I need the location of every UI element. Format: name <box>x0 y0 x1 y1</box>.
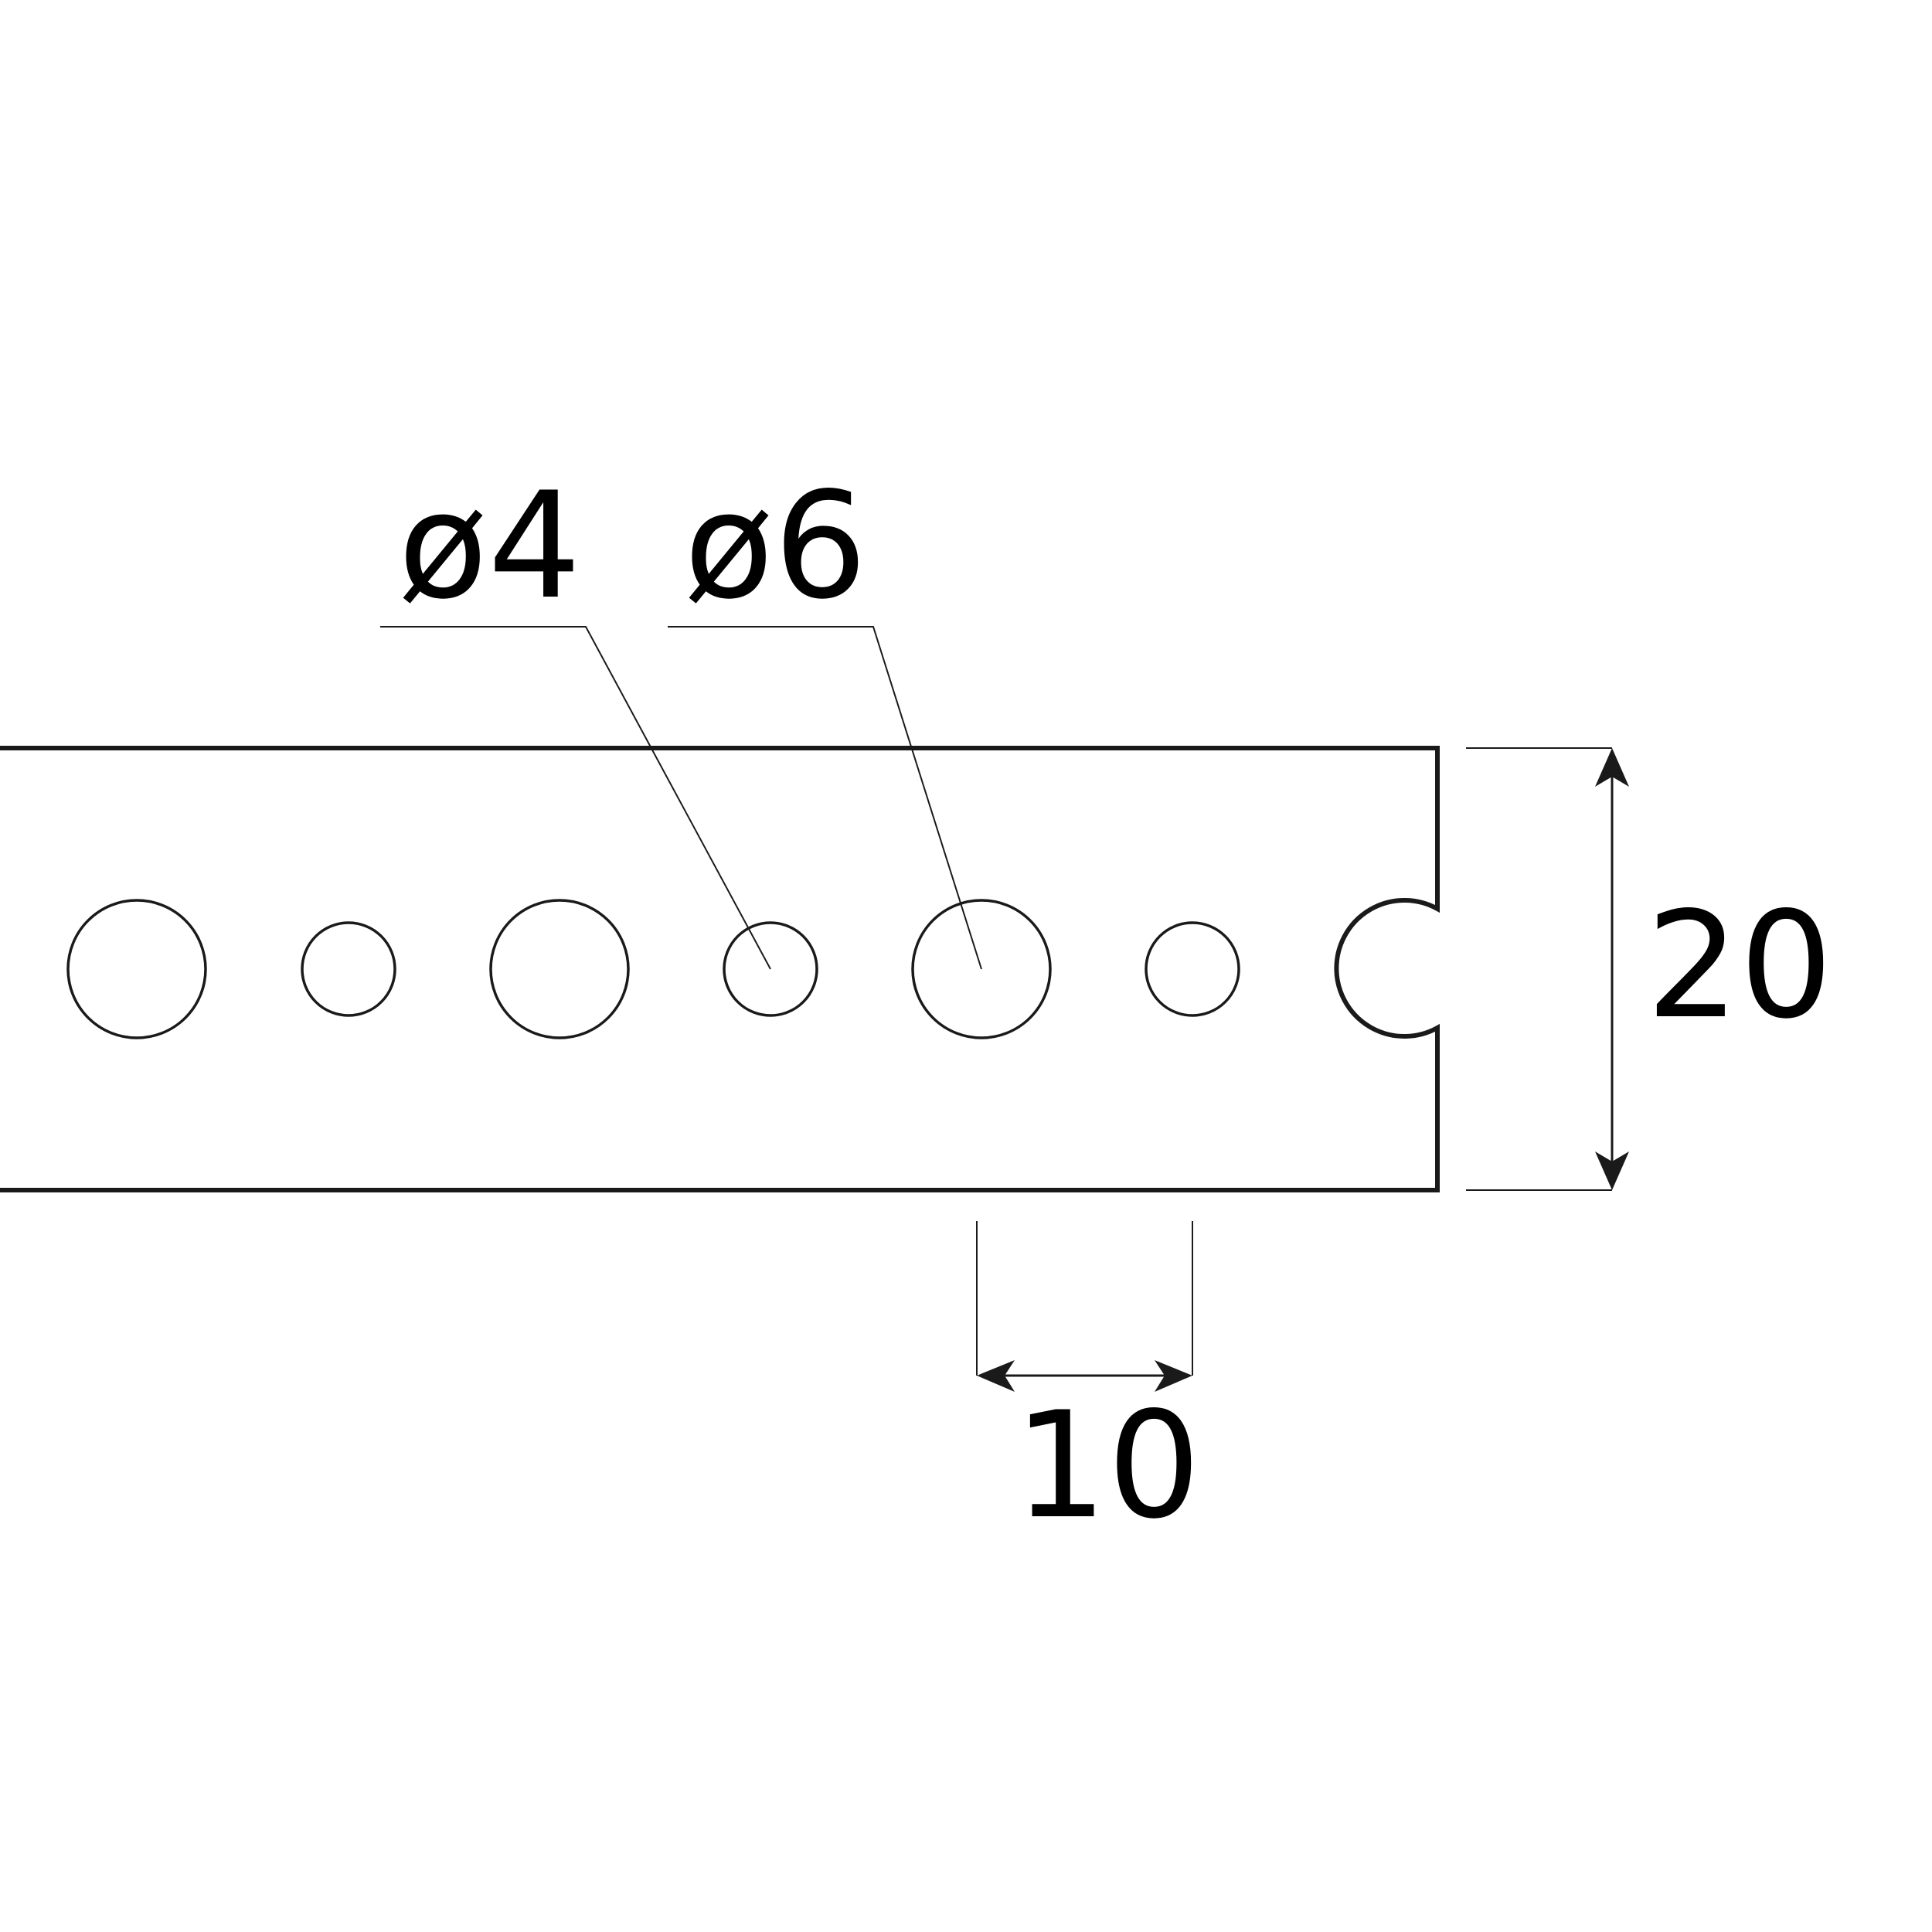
hole-large <box>911 899 1052 1039</box>
callout-small-hole: ø4 <box>380 461 771 970</box>
hole-small <box>301 921 396 1017</box>
arrowhead-down <box>1595 1151 1629 1190</box>
hole-large <box>66 899 207 1039</box>
leader-line <box>668 626 982 970</box>
callout-label: ø6 <box>684 461 867 631</box>
pitch-dimension-label: 10 <box>1014 1380 1201 1551</box>
callout-large-hole: ø6 <box>668 461 982 970</box>
callout-label: ø4 <box>398 461 581 631</box>
hole-small <box>1145 921 1240 1017</box>
arrowhead-up <box>1595 748 1629 787</box>
strip-outline <box>0 746 1440 1192</box>
width-dimension-label: 20 <box>1646 880 1833 1051</box>
width-dimension: 20 <box>1466 747 1833 1191</box>
hole-small <box>723 921 818 1017</box>
leader-line <box>380 626 771 970</box>
pitch-dimension: 10 <box>976 1221 1201 1551</box>
arrowhead-left <box>977 1360 1015 1392</box>
arrowhead-right <box>1155 1360 1192 1392</box>
hole-large <box>489 899 630 1039</box>
